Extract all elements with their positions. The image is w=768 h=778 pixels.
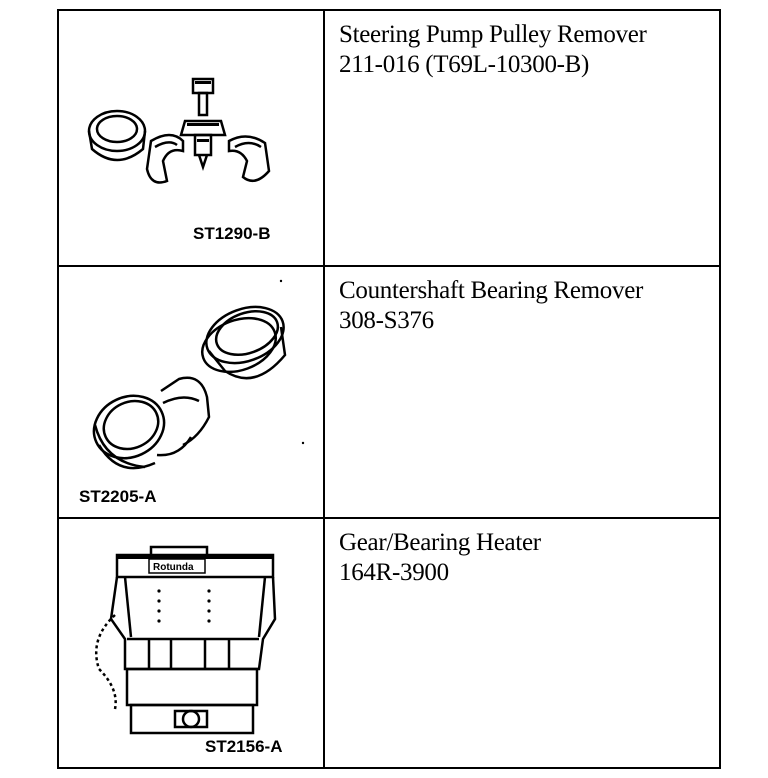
tool-title: Gear/Bearing Heater <box>339 529 541 556</box>
tool-number: 211-016 (T69L-10300-B) <box>339 51 590 78</box>
tool-text-cell: Gear/Bearing Heater 164R-3900 <box>325 519 719 767</box>
tool-text-cell: Steering Pump Pulley Remover 211-016 (T6… <box>325 11 719 265</box>
tool-number: 164R-3900 <box>339 559 449 586</box>
tool-text-cell: Countershaft Bearing Remover 308-S376 <box>325 267 719 517</box>
tool-title: Countershaft Bearing Remover <box>339 277 644 304</box>
tool-image-cell: ST1290-B <box>59 11 325 265</box>
tool-image-cell: ST2205-A <box>59 267 325 517</box>
bearing-heater-illustration: Rotunda <box>95 545 277 735</box>
tool-number: 308-S376 <box>339 307 434 334</box>
heater-brand-label: Rotunda <box>153 562 194 573</box>
tool-code: ST1290-B <box>193 224 271 243</box>
table-row: ST1290-B Steering Pump Pulley Remover 21… <box>59 11 719 265</box>
tool-title: Steering Pump Pulley Remover <box>339 21 647 48</box>
pulley-remover-illustration <box>87 77 271 184</box>
bearing-remover-illustration <box>92 279 305 470</box>
tool-image-cell: Rotunda ST2156-A <box>59 519 325 767</box>
tool-table: ST1290-B Steering Pump Pulley Remover 21… <box>57 9 721 769</box>
table-row: Rotunda ST2156-A Gear/Bearing Heater 164… <box>59 517 719 767</box>
tool-code: ST2156-A <box>205 737 283 756</box>
tool-code: ST2205-A <box>79 487 157 506</box>
table-row: ST2205-A Countershaft Bearing Remover 30… <box>59 265 719 517</box>
